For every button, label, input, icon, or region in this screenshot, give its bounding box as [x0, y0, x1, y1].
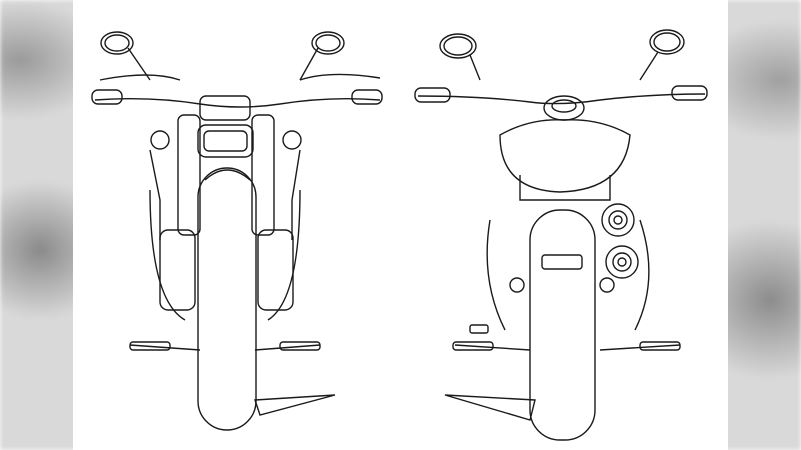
front-view-motorcycle [91, 31, 383, 431]
drawing-panel [73, 0, 728, 450]
rear-view-motorcycle [414, 29, 708, 441]
